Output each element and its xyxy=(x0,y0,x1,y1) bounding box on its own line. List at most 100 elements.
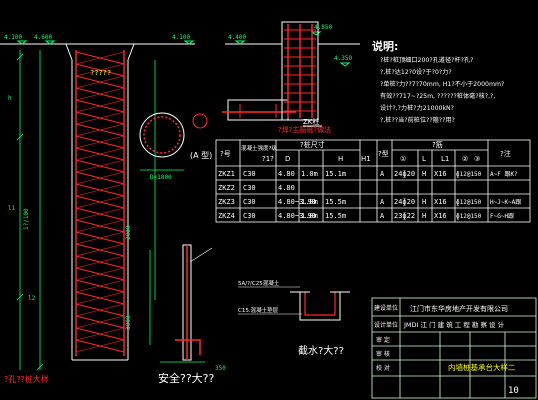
stirrup-caption: ?焊?主筋箍?做法 xyxy=(278,125,331,134)
note-line-6: ?,桩??当?前桩位??箍??用? xyxy=(380,116,455,124)
drawing-title: 内墙桩基承台大样二 xyxy=(448,362,516,372)
table-cell-remark: H~J~K~A跟 xyxy=(490,199,521,206)
th-h: H xyxy=(338,155,343,163)
table-cell-no: ZKZ4 xyxy=(218,212,235,220)
spiral-segment xyxy=(75,279,125,293)
spiral-segment xyxy=(75,111,125,125)
section-dim: D<1800 xyxy=(150,174,172,181)
notes-title: 说明: xyxy=(372,39,398,53)
note-line-3: ?单桩?力??7?70mm, H1?不小于2000mm? xyxy=(380,80,504,88)
table-cell-l1: X16 xyxy=(434,198,447,206)
pile-caption: ?孔??桩大样 xyxy=(4,374,49,384)
table-cell-main: 23ɸ22 xyxy=(394,212,415,220)
bottom-note: C15.混凝土垫层 xyxy=(238,306,279,314)
table-cell-d: 1.0m xyxy=(301,170,318,178)
table-cell-stir1: ɸ12@150 xyxy=(456,199,482,206)
pile-elevation: ?孔??桩大样 ????? xyxy=(4,43,135,384)
spiral-segment xyxy=(75,183,125,197)
th-type: ?型 xyxy=(378,149,389,158)
spiral-segment xyxy=(75,267,125,281)
dim-3000: 3000 xyxy=(125,315,132,330)
water-caption: 截水?大?? xyxy=(298,344,344,357)
table-cell-h: 15.1m xyxy=(325,170,346,178)
spiral-segment xyxy=(75,219,125,233)
spiral-segment xyxy=(75,171,125,185)
th-reinf-group: ?筋 xyxy=(432,140,443,149)
table-cell-type: A xyxy=(380,198,385,206)
table-cell-l1: X16 xyxy=(434,170,447,178)
spiral-segment xyxy=(75,159,125,173)
th-main: ① xyxy=(400,155,406,163)
dim-2000: 2000 xyxy=(125,225,132,240)
th-l1: L1 xyxy=(441,155,449,163)
table-cell-elev: 4.80 xyxy=(278,184,295,192)
table-cell-remark: A~F 跟K? xyxy=(490,171,518,178)
note-line-5: 设计?,?力桩?力21000kN? xyxy=(380,104,454,112)
pile-top-dims: ????? xyxy=(90,69,111,77)
ground-note: 5A/?/C25混凝土 xyxy=(238,279,280,287)
safety-caption: 安全??大?? xyxy=(158,371,215,385)
table-cell-type: A xyxy=(380,170,385,178)
table-cell-main: 24ɸ20 xyxy=(394,170,415,178)
tb-r4-label: 审 核 xyxy=(376,350,390,358)
th-elev: ?1? xyxy=(262,155,274,163)
table-cell-type: A xyxy=(380,212,385,220)
dim-l1: l1 xyxy=(8,205,16,212)
spiral-segment xyxy=(75,207,125,221)
table-cell-d: 1.0m xyxy=(301,198,318,206)
table-cell-len: H xyxy=(422,170,426,178)
pile-cross-section: D<1800 (A 型) xyxy=(139,112,212,181)
spiral-segment xyxy=(75,147,125,161)
table-cell-grade: C30 xyxy=(243,212,256,220)
table-cell-h: 15.5m xyxy=(325,198,346,206)
spiral-segment xyxy=(75,255,125,269)
th-d: D xyxy=(285,155,290,163)
table-cell-elev: 4.80 xyxy=(278,170,295,178)
note-line-4: 有效??717~?25m, ??????桩体毫?核?,?, xyxy=(380,92,495,100)
small-column xyxy=(281,21,319,121)
spiral-segment xyxy=(75,63,125,77)
table-cell-grade: C30 xyxy=(243,170,256,178)
th-remark: ?注 xyxy=(500,149,511,158)
table-cell-no: ZKZ2 xyxy=(218,184,235,192)
sheet-number: 10 xyxy=(508,386,519,396)
th-concrete: 混凝土强度?级 xyxy=(241,144,277,152)
safety-detail: 350 安全??大?? xyxy=(149,244,226,385)
tb-r5-label: 校 对 xyxy=(376,364,390,372)
table-cell-grade: C30 xyxy=(243,198,256,206)
dim-h: h xyxy=(8,95,12,102)
notes-block: 说明: ?桩?桩顶细口200?孔道径?杆?孔? ?,桩?达12?0设?于?0?力… xyxy=(372,39,504,124)
spiral-segment xyxy=(75,315,125,329)
title-block: 建设单位 江门市东华房地产开发有限公司 设计单位 JMDI 江 门 建 筑 工 … xyxy=(371,297,537,399)
pile-dims-text: h l1 l2 2000 3000 1?/100 xyxy=(8,95,132,330)
table-cell-h: 15.5m xyxy=(325,212,346,220)
spiral-segment xyxy=(75,243,125,257)
table-cell-no: ZKZ3 xyxy=(218,198,235,206)
elev-left-outer: 4.100 xyxy=(4,34,22,41)
elevation-markers: 4.100 4.600 4.100 4.400 4.350 4.850 xyxy=(4,24,352,67)
table-cell-d: 1.0m xyxy=(301,212,318,220)
spiral-segment xyxy=(75,303,125,317)
spiral-segment xyxy=(75,291,125,305)
dim-l2: l2 xyxy=(28,295,36,302)
table-cell-stir1: ɸ12@150 xyxy=(456,213,482,220)
table-cell-main: 24ɸ20 xyxy=(394,198,415,206)
spiral-segment xyxy=(75,327,125,341)
table-cell-elev: 4.80~3.90 xyxy=(278,212,316,220)
spiral-segment xyxy=(75,123,125,137)
spiral-segment xyxy=(75,135,125,149)
spiral-segment xyxy=(75,87,125,101)
table-cell-elev: 4.80~3.90 xyxy=(278,198,316,206)
pile-rebar-cage xyxy=(75,50,125,356)
elev-top-right: 4.100 xyxy=(172,34,190,41)
th-stir2: ③ xyxy=(474,155,480,163)
section-caption: (A 型) xyxy=(190,151,212,160)
tb-r1-label: 建设单位 xyxy=(374,304,398,312)
spiral-segment xyxy=(75,195,125,209)
elev-col-top: 4.850 xyxy=(314,24,332,31)
table-cell-l1: X16 xyxy=(434,212,447,220)
pile-schedule-table: ?号 混凝土强度?级 ?桩尺寸 D H ?1? H1 ?型 ?筋 ① L L1 … xyxy=(215,139,531,223)
water-stop-detail: 5A/?/C25混凝土 C15.混凝土垫层 截水?大?? xyxy=(238,279,350,357)
th-h1: H1 xyxy=(361,155,371,163)
